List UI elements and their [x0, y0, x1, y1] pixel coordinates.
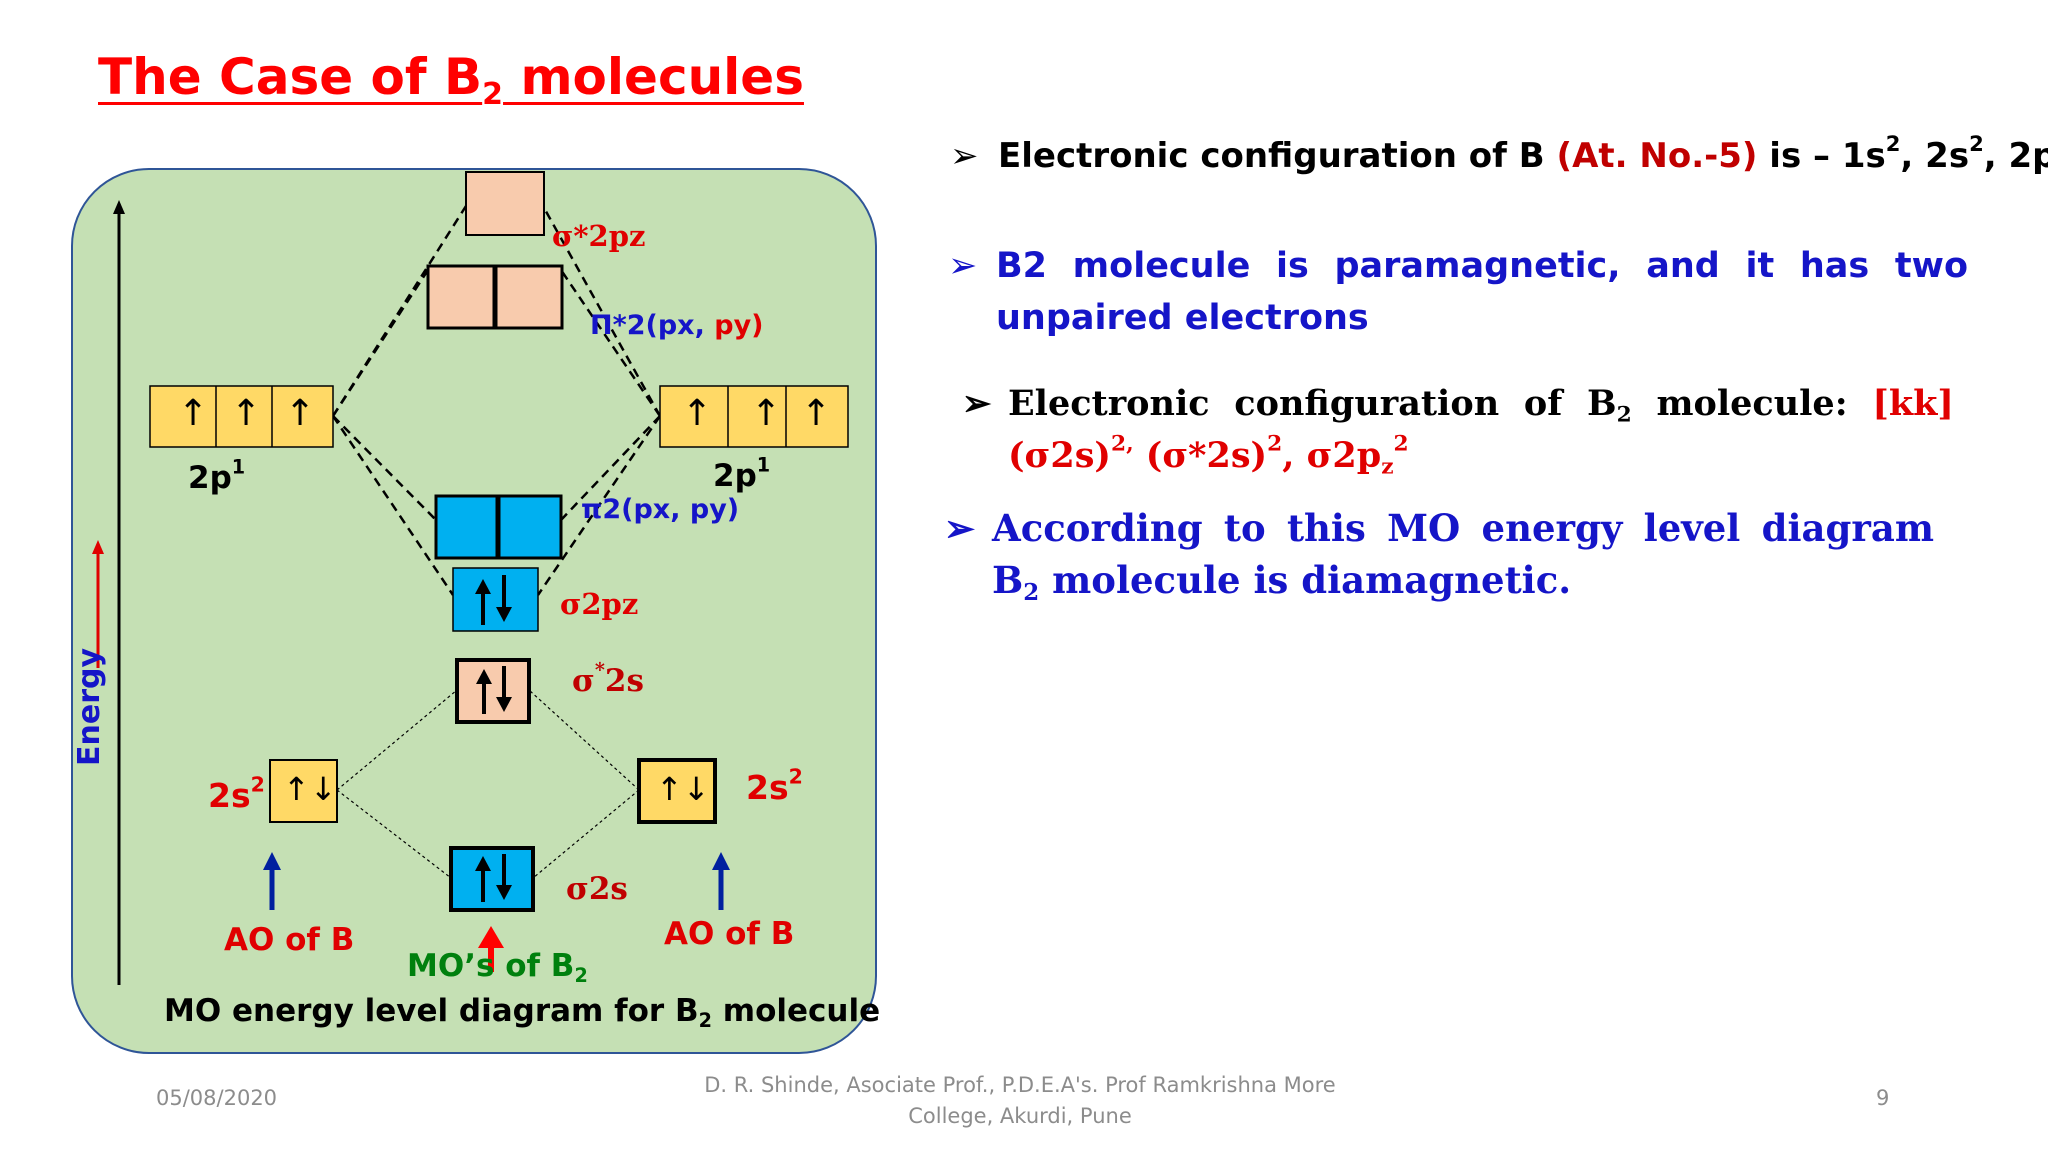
sigma-2pz-label: σ2pz — [560, 587, 639, 621]
sigma-2s-orbital — [449, 846, 535, 912]
energy-red-arrowhead — [92, 540, 104, 554]
left-2p-electron-3: ↑ — [285, 393, 316, 434]
right-2s-orbital — [637, 758, 717, 824]
sigma-star-2s-electrons — [476, 666, 512, 714]
sigma-star-2s-label: σ*2s — [572, 658, 644, 699]
bullet-electron-config-b: ➢ Electronic configuration of B (At. No.… — [950, 131, 2048, 176]
energy-axis-arrowhead — [113, 200, 125, 214]
left-2s-electrons: ↑↓ — [283, 770, 337, 808]
sigma-star-2pz-label: σ*2pz — [552, 219, 646, 253]
left-2s-orbital — [269, 759, 338, 823]
sigma-2s-electrons — [475, 854, 512, 902]
right-2p-label: 2p1 — [713, 453, 771, 494]
mos-label: MO’s of B2 — [407, 948, 588, 987]
right-2p-electron-1: ↑ — [682, 393, 713, 434]
right-2p-electron-3: ↑ — [801, 393, 832, 434]
sigma-2s-label: σ2s — [566, 871, 628, 907]
slide-title: The Case of B2 molecules — [98, 48, 804, 112]
pi-star-2p-label: Π*2(px, py) — [590, 310, 764, 341]
right-2p-orbitals — [659, 385, 849, 448]
left-2p-electron-1: ↑ — [178, 393, 209, 434]
sigma-2pz-orbital — [452, 567, 539, 632]
footer-author: D. R. Shinde, Asociate Prof., P.D.E.A's.… — [704, 1073, 1336, 1128]
bullet-paramagnetic: ➢ B2 molecule is paramagnetic, and it ha… — [948, 246, 1968, 338]
right-ao-arrow — [712, 852, 730, 910]
left-2p-label: 2p1 — [188, 455, 246, 496]
right-2p-electron-2: ↑ — [751, 393, 782, 434]
energy-axis-label: Energy — [72, 647, 107, 766]
mo-arrow — [478, 926, 504, 972]
footer-date: 05/08/2020 — [156, 1086, 278, 1110]
left-2p-electron-2: ↑ — [231, 393, 262, 434]
left-2p-orbitals — [149, 385, 334, 448]
bullet-diamagnetic: ➢ According to this MO energy level diag… — [944, 506, 1934, 606]
diagram-caption: MO energy level diagram for B2 molecule — [164, 993, 881, 1032]
pi-2p-label: π2(px, py) — [581, 494, 740, 525]
left-ao-label: AO of B — [224, 922, 355, 958]
right-2s-label: 2s2 — [746, 764, 803, 807]
right-ao-label: AO of B — [664, 916, 795, 952]
sigma-2pz-electrons — [475, 575, 512, 625]
left-ao-arrow — [263, 852, 281, 910]
footer-page-number: 9 — [1876, 1086, 1890, 1110]
sigma-star-2s-orbital — [455, 658, 531, 724]
2p-correlation-lines — [331, 205, 662, 596]
right-2s-electrons: ↑↓ — [656, 770, 710, 808]
left-2s-label: 2s2 — [208, 772, 265, 815]
sigma-star-2pz-orbital — [465, 171, 545, 236]
2s-correlation-lines — [336, 689, 640, 879]
